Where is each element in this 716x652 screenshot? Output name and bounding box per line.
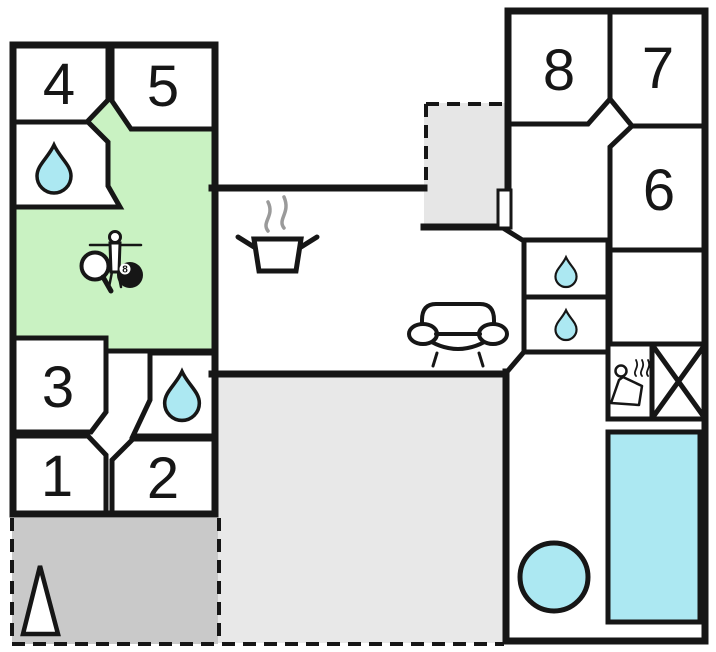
water-drop-icon — [162, 367, 202, 423]
room-unlabeled — [607, 247, 708, 347]
foosball-player-head — [108, 230, 122, 244]
water-drop-shape — [35, 140, 73, 195]
room-6-label: 6 — [643, 158, 675, 223]
room-1-label: 1 — [41, 444, 73, 509]
water-drop-icon — [554, 307, 578, 342]
water-drop-shape — [554, 254, 578, 289]
entrance-door — [496, 188, 513, 230]
storage-room — [649, 341, 708, 422]
steam-icon — [264, 200, 272, 233]
sauna-steam — [633, 359, 651, 377]
room-unlabeled-walls — [607, 247, 708, 347]
foosball-player-body — [108, 241, 122, 274]
room-7-label: 7 — [642, 36, 674, 101]
paddle-handle — [100, 274, 114, 294]
steam-icon — [280, 195, 288, 230]
water-drop-shape — [554, 307, 578, 342]
room-8-label: 8 — [543, 38, 575, 103]
cooking-pot-icon — [235, 195, 320, 274]
left-building-outer-wall — [9, 41, 219, 518]
terrace-main-floor — [218, 377, 506, 643]
sauna-person-head — [614, 364, 628, 378]
eight-ball-icon: 8 — [117, 262, 143, 288]
water-drop-icon — [35, 140, 73, 195]
pot-body — [251, 236, 304, 274]
water-drop-shape — [162, 367, 202, 423]
sofa-arm — [407, 322, 439, 346]
water-drop-icon — [554, 254, 578, 289]
sofa-back — [420, 302, 496, 338]
eight-ball-spot — [119, 263, 131, 275]
sofa-arm — [477, 322, 509, 346]
table-tennis-paddle-icon — [79, 250, 114, 294]
terrace-main — [218, 377, 506, 643]
paddle-blade — [79, 250, 111, 282]
room-5-label: 5 — [147, 54, 179, 119]
entrance-porch — [424, 103, 506, 227]
pot-handles — [235, 234, 320, 250]
room-4-label: 4 — [43, 52, 75, 117]
swimming-pool — [605, 429, 703, 625]
foosball-player-icon — [88, 230, 143, 289]
crossed-square-icon — [649, 342, 708, 421]
sauna-icon — [609, 359, 651, 407]
sofa-legs — [431, 351, 485, 368]
hall-door-notch-upper — [499, 224, 528, 245]
room-3-label: 3 — [42, 355, 74, 420]
room-2-label: 2 — [147, 446, 179, 511]
tree-icon — [20, 565, 61, 637]
sauna-person-body — [609, 375, 644, 407]
entrance-porch-floor — [424, 103, 506, 227]
hot-tub — [517, 540, 591, 614]
eight-ball-label: 8 — [122, 265, 128, 276]
sofa-icon — [407, 302, 509, 368]
right-building-outer-wall — [502, 7, 709, 645]
